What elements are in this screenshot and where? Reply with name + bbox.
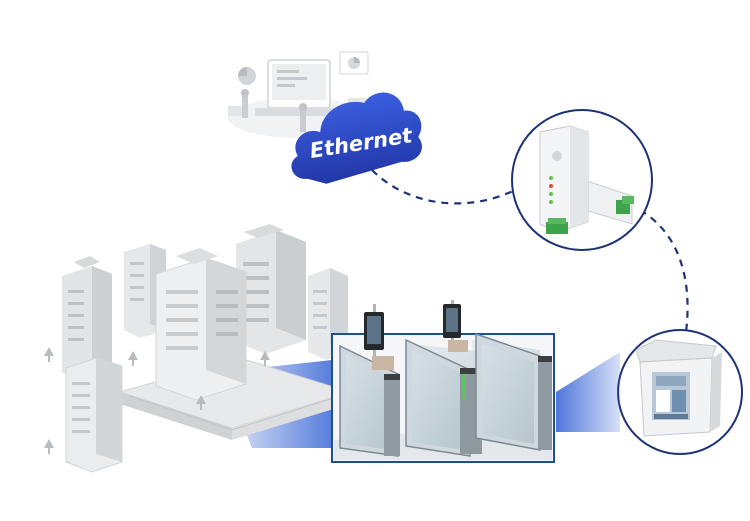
tree-icon — [44, 347, 54, 362]
projection-beam — [556, 352, 620, 432]
tree-icon — [44, 439, 54, 454]
tree-icon — [260, 351, 270, 366]
tree-icon — [196, 395, 206, 410]
building-cluster-icon — [44, 224, 352, 473]
ethernet-cloud: Ethernet — [291, 92, 422, 184]
turnstile-gate-icon — [331, 300, 555, 463]
control-cabinet-icon — [617, 329, 743, 455]
face-terminal — [364, 304, 394, 370]
network-link — [371, 169, 689, 333]
tree-icon — [128, 351, 138, 366]
face-terminal — [443, 300, 468, 352]
converter-module-icon — [511, 109, 653, 251]
